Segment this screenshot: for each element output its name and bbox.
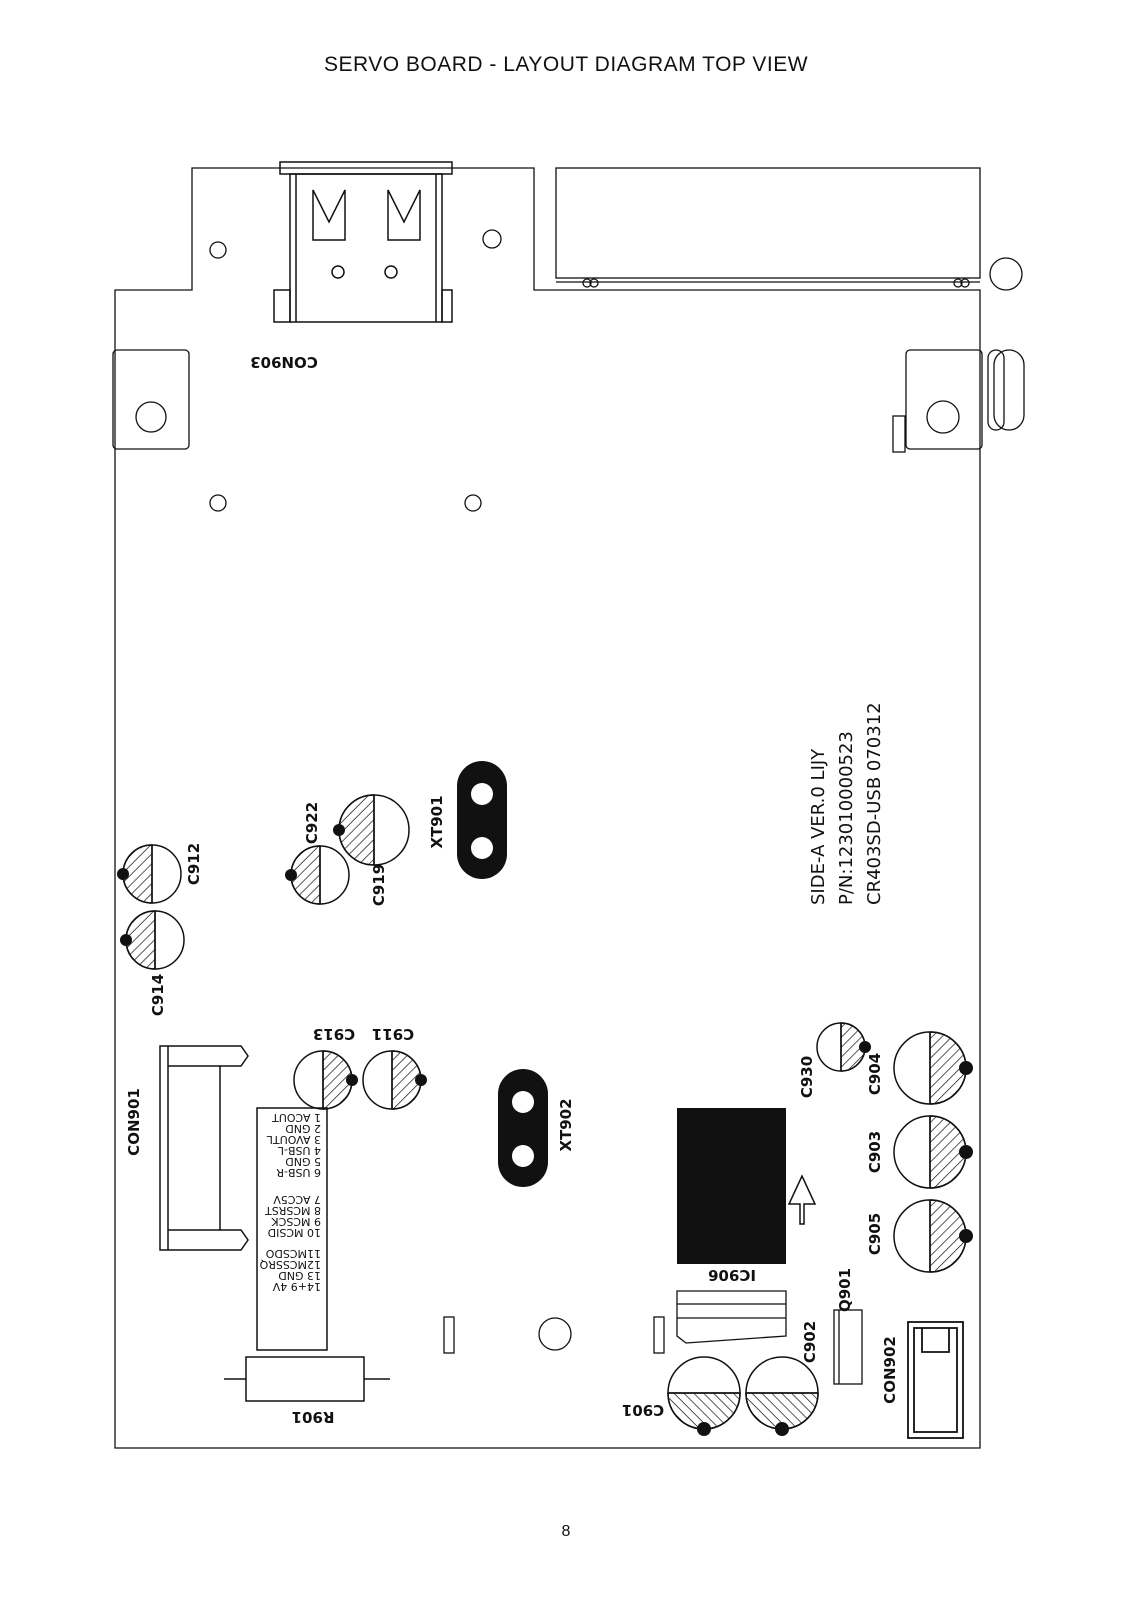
label-r901: R901 [292, 1408, 335, 1426]
label-con903: CON903 [250, 353, 318, 371]
top-right-connector [555, 167, 1023, 291]
con902-connector [907, 1321, 964, 1439]
xt902-connector [498, 1069, 548, 1187]
label-c912: C912 [185, 843, 203, 885]
board-info-line3: CR403SD-USB 070312 [864, 702, 885, 905]
pin-1: 1 ACOUT [272, 1111, 321, 1124]
con901-pin-list: 1 ACOUT 2 GND 3 AVOUTL 4 USB-L 5 GND 6 U… [259, 1111, 321, 1293]
capacitor-c911 [362, 1050, 427, 1110]
regulator-outline [676, 1290, 787, 1344]
pin-3: 3 AVOUTL [266, 1133, 321, 1146]
left-bracket [112, 349, 190, 450]
pin-13: 13 GND [278, 1269, 321, 1282]
resistor-r901 [224, 1356, 390, 1402]
pin-14: 14+9 4V [272, 1280, 321, 1293]
label-ic906: IC906 [708, 1266, 756, 1284]
usb-connector-con903 [273, 161, 453, 323]
pin-7: 7 ACC5V [273, 1193, 321, 1206]
con901-connector [159, 1045, 328, 1351]
label-c902: C902 [801, 1321, 819, 1363]
capacitor-c913 [293, 1050, 358, 1110]
label-con901: CON901 [125, 1088, 143, 1156]
mounting-holes [209, 229, 572, 1351]
board-outline [114, 167, 981, 1449]
label-c930: C930 [798, 1056, 816, 1098]
pin-10: 10 MCSID [268, 1226, 321, 1239]
label-c911: C911 [372, 1025, 414, 1043]
label-c922: C922 [303, 802, 321, 844]
label-c903: C903 [866, 1131, 884, 1173]
q901-transistor [833, 1309, 863, 1385]
label-con902: CON902 [881, 1336, 899, 1404]
label-c919: C919 [370, 864, 388, 906]
board-info-line2: P/N:123010000523 [836, 731, 857, 905]
label-xt901: XT901 [428, 795, 446, 848]
capacitor-c919 [285, 845, 350, 905]
pin-9: 9 MCSCK [271, 1215, 321, 1228]
pin-5: 5 GND [285, 1155, 321, 1168]
capacitor-c904 [893, 1031, 973, 1105]
pin-11: 11MCSDO [265, 1247, 321, 1260]
capacitor-c902 [745, 1356, 819, 1436]
capacitor-c914 [120, 910, 185, 970]
label-c901: C901 [622, 1401, 664, 1419]
small-pads [443, 1316, 665, 1354]
label-c905: C905 [866, 1213, 884, 1255]
label-q901: Q901 [836, 1268, 854, 1312]
pin-4: 4 USB-L [277, 1144, 321, 1157]
page-title: SERVO BOARD - LAYOUT DIAGRAM TOP VIEW [323, 53, 809, 76]
label-c913: C913 [313, 1025, 355, 1043]
label-xt902: XT902 [557, 1098, 575, 1151]
capacitor-c912 [117, 844, 182, 904]
right-bracket [892, 349, 1025, 453]
capacitor-c930 [816, 1022, 871, 1072]
pin-12: 12MCSSRQ [259, 1258, 321, 1271]
board-info-line1: SIDE-A VER.0 LIJY [808, 748, 829, 905]
capacitor-c901 [667, 1356, 741, 1436]
label-c914: C914 [149, 974, 167, 1016]
label-c904: C904 [866, 1053, 884, 1095]
capacitor-c922 [333, 794, 410, 866]
pin-6: 6 USB-R [276, 1166, 321, 1179]
ic906-chip [677, 1108, 817, 1264]
pin-8: 8 MCSRST [265, 1204, 321, 1217]
capacitor-c903 [893, 1115, 973, 1189]
pin-2: 2 GND [285, 1122, 321, 1135]
page-number: 8 [561, 1523, 571, 1540]
xt901-connector [457, 761, 507, 879]
capacitor-c905 [893, 1199, 973, 1273]
